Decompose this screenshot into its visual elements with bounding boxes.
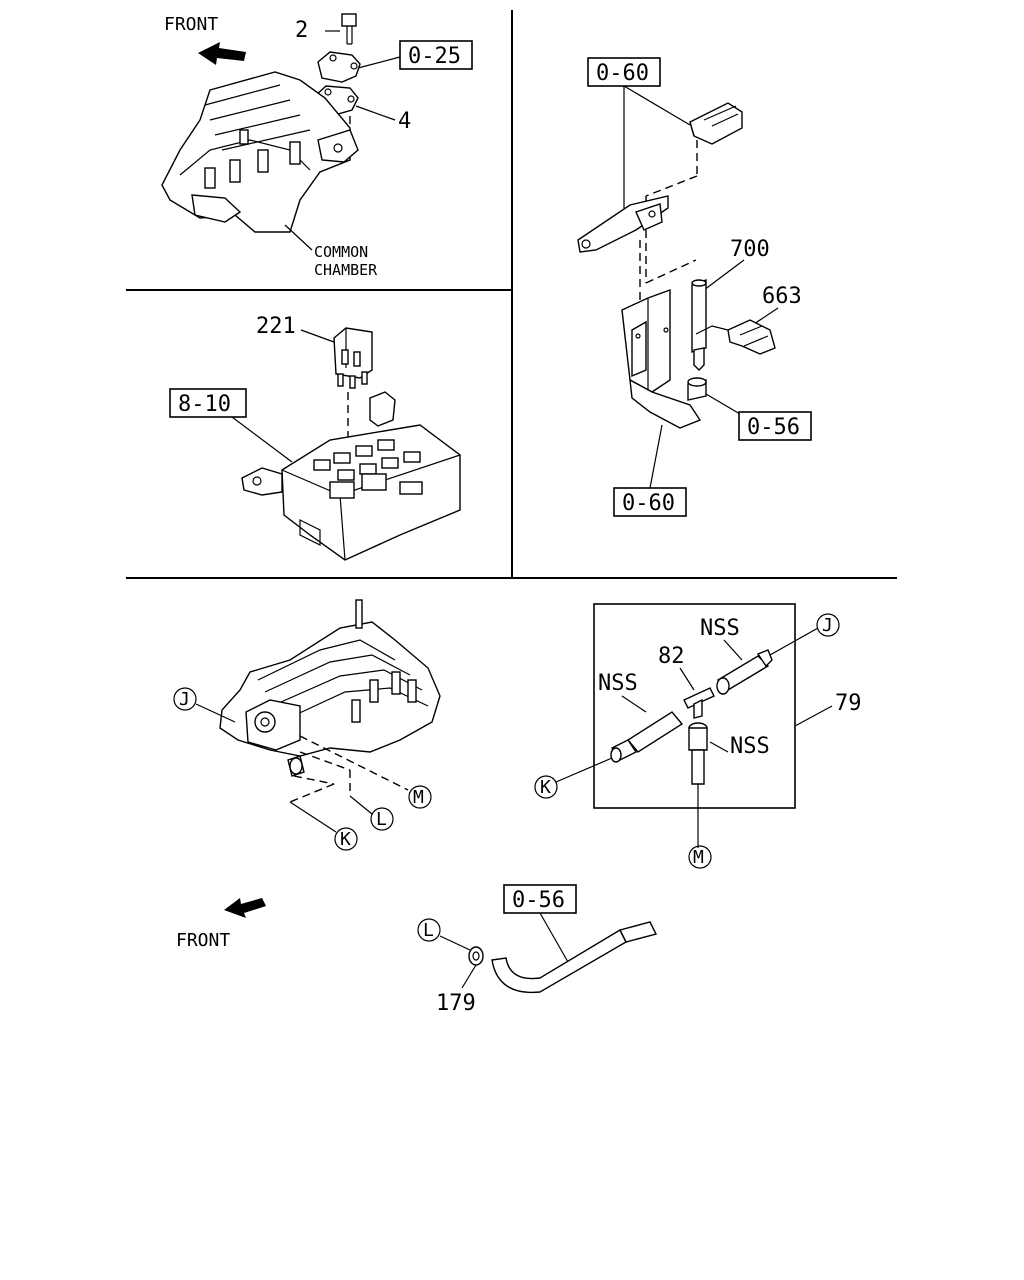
connector-j-right: J	[816, 613, 840, 637]
lower-bracket-icon	[621, 289, 702, 429]
connector-m-left: M	[408, 785, 432, 809]
svg-text:0-56: 0-56	[512, 888, 565, 913]
hose-piece-right-icon	[716, 649, 773, 695]
cover-plate-icon	[317, 51, 361, 83]
callout-700: 700	[730, 237, 770, 262]
ref-box-hose: 0-56	[503, 884, 577, 914]
svg-text:0-56: 0-56	[747, 415, 800, 440]
connector-l-bottom: L	[417, 918, 441, 942]
svg-text:J: J	[179, 689, 190, 710]
front-arrow-icon	[198, 42, 246, 65]
ref-box-top: 0-60	[587, 57, 661, 87]
intake-manifold-assembly-icon	[219, 599, 441, 777]
nss-label-2: NSS	[598, 671, 638, 696]
tee-fitting-icon	[683, 687, 715, 719]
clip-icon	[695, 319, 776, 355]
svg-text:0-60: 0-60	[596, 61, 649, 86]
intake-manifold-icon	[161, 71, 359, 233]
connector-k-left: K	[334, 827, 358, 851]
hose-clamp-icon	[468, 946, 484, 966]
svg-text:L: L	[376, 809, 387, 830]
connector-l-left: L	[370, 807, 394, 831]
svg-text:0-25: 0-25	[408, 44, 461, 69]
upper-bracket-icon	[577, 195, 669, 253]
hose-piece-down-icon	[688, 722, 708, 785]
panel-right: 0-60 700 663	[577, 57, 812, 517]
panel-top-left: FRONT 2 0-25 4	[161, 13, 473, 279]
panel-bottom: J M L K 79 NSS	[173, 599, 862, 1016]
common-chamber-line2: CHAMBER	[314, 261, 378, 279]
relay-icon	[333, 327, 373, 389]
sensor-rod-icon	[691, 279, 707, 371]
svg-text:L: L	[423, 920, 434, 941]
panel-middle-left: 221 8-10	[169, 314, 461, 561]
svg-text:0-60: 0-60	[622, 491, 675, 516]
ref-box-cover: 0-25	[399, 40, 473, 70]
panel-dividers	[126, 10, 897, 579]
ref-box-relay: 8-10	[169, 388, 247, 418]
callout-79: 79	[835, 691, 862, 716]
svg-text:M: M	[693, 847, 704, 868]
callout-663: 663	[762, 284, 802, 309]
svg-text:8-10: 8-10	[178, 392, 231, 417]
nss-label-3: NSS	[730, 734, 770, 759]
bolt-icon	[325, 13, 357, 45]
svg-text:K: K	[540, 777, 551, 798]
connector-j-left: J	[173, 687, 197, 711]
callout-179: 179	[436, 991, 476, 1016]
grommet-icon	[687, 377, 707, 401]
nss-label-1: NSS	[700, 616, 740, 641]
common-chamber-line1: COMMON	[314, 243, 368, 261]
relay-box-icon	[241, 391, 461, 561]
callout-bolt: 2	[295, 18, 308, 43]
sensor-connector-icon	[689, 102, 743, 176]
ref-box-bottom: 0-60	[613, 487, 687, 517]
front-arrow-bottom-icon	[224, 898, 266, 918]
ref-box-056: 0-56	[738, 411, 812, 441]
vacuum-hose-icon	[491, 921, 658, 994]
svg-text:K: K	[340, 829, 351, 850]
connector-k-right: K	[534, 775, 558, 799]
connector-m-right: M	[688, 845, 712, 869]
front-label-bottom: FRONT	[176, 930, 230, 951]
callout-relay: 221	[256, 314, 296, 339]
hose-kit-box	[593, 603, 796, 809]
svg-text:J: J	[822, 615, 833, 636]
svg-text:M: M	[413, 787, 424, 808]
hose-piece-left-icon	[610, 711, 684, 763]
callout-82: 82	[658, 644, 685, 669]
callout-gasket: 4	[398, 109, 411, 134]
front-label-top: FRONT	[164, 14, 218, 35]
